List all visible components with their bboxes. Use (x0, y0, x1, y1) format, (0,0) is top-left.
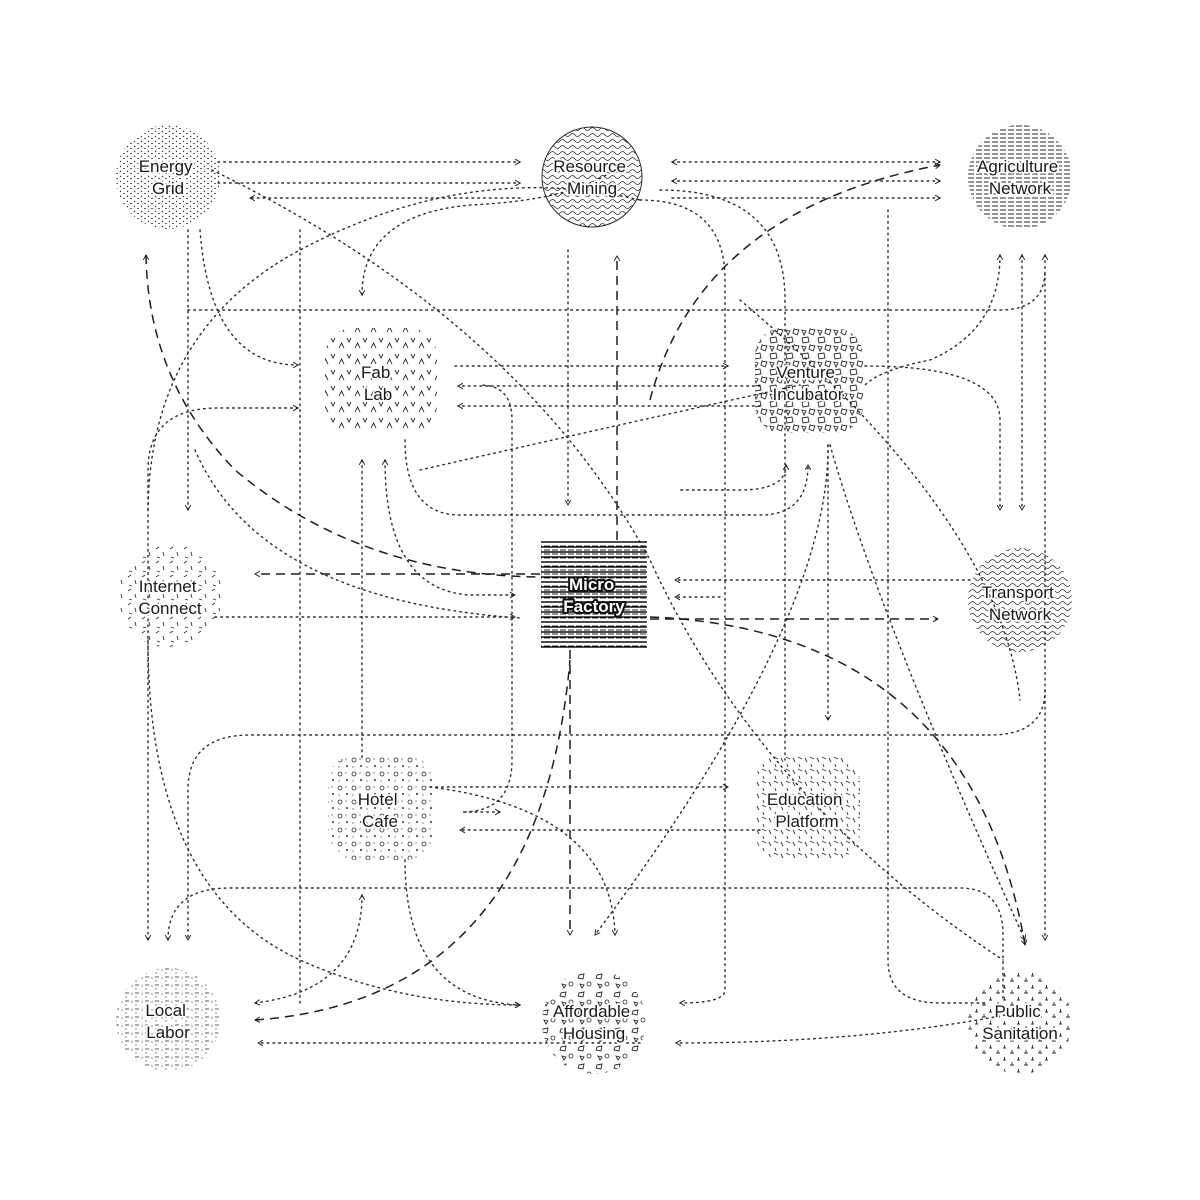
flow-vertical-888 (887, 209, 986, 1004)
node-local-labor: Local Labor (116, 968, 220, 1072)
flow-venture-agri (864, 254, 1004, 386)
node-micro-factory-texture (541, 540, 647, 648)
node-micro-factory-label: Micro Factory (563, 575, 625, 616)
node-venture-incubator-label: Venture Incubator (773, 363, 844, 404)
node-local-labor-texture (116, 968, 220, 1072)
node-energy-grid: Energy Grid (116, 125, 220, 229)
node-micro-factory: Micro Factory (541, 540, 647, 648)
node-transport-network: Transport Network (968, 548, 1072, 652)
node-public-sanitation-texture (968, 970, 1072, 1074)
node-agriculture-network-label: Agriculture Network (977, 157, 1063, 198)
flow-internet-resource-arc (147, 187, 641, 511)
flow-venture-left (679, 464, 790, 491)
flow-fablab-factory (381, 459, 516, 599)
flow-hotel-fablab-side (461, 384, 513, 816)
flow-hotel-labor (254, 894, 366, 1006)
node-public-sanitation: Public Sanitation (968, 970, 1072, 1074)
node-affordable-housing: Affordable Housing (542, 970, 646, 1074)
flow-resource-housing (639, 199, 726, 1007)
node-fab-lab: Fab Lab (325, 328, 437, 433)
flow-venture-sanitation (829, 444, 1026, 941)
node-public-sanitation-label: Public Sanitation (982, 1002, 1058, 1043)
dotted-flows (144, 158, 1049, 1047)
node-resource-mining: Resource Mining (541, 126, 643, 228)
flow-hotel-housing-2 (404, 859, 521, 1008)
node-micro-factory-stripes (541, 541, 647, 648)
flow-resource-education (659, 189, 786, 761)
flow-fablab-venture-lower (404, 439, 812, 516)
node-internet-connect: Internet Connect (118, 544, 222, 648)
node-affordable-housing-label: Affordable Housing (553, 1002, 635, 1043)
node-venture-incubator: Venture Incubator (755, 328, 863, 433)
node-hotel-cafe-label: Hotel Cafe (358, 790, 402, 831)
flow-venture-transport (864, 365, 1004, 511)
node-resource-mining-outline (541, 126, 643, 228)
flow-factory-sanitation (649, 616, 1028, 946)
node-education-platform-label: Education Platform (767, 790, 847, 831)
node-agriculture-network: Agriculture Network (968, 125, 1072, 229)
flow-transport-labor (184, 689, 1046, 941)
node-education-platform-texture (755, 755, 860, 860)
node-energy-grid-label: Energy Grid (139, 157, 198, 198)
flow-energy-fablab (199, 229, 299, 369)
flow-energy-sanitation-diag (211, 169, 1004, 961)
node-hotel-cafe-texture (328, 755, 433, 860)
flow-sanitation-labor (164, 887, 1004, 1001)
flow-mid-arc (419, 384, 801, 471)
node-resource-mining-texture (542, 127, 642, 227)
flow-horizontal-310 (187, 269, 1046, 311)
node-agriculture-network-texture (968, 125, 1072, 229)
flow-fablab-locallabor (144, 404, 299, 941)
dashed-flows (142, 162, 1028, 1023)
node-education-platform: Education Platform (755, 755, 860, 860)
flow-energy-factory (142, 254, 541, 578)
node-transport-network-label: Transport Network (982, 583, 1059, 624)
node-affordable-housing-texture (542, 970, 646, 1074)
flow-venture-housing (594, 444, 829, 936)
node-fab-lab-texture (325, 328, 437, 433)
node-internet-connect-label: Internet Connect (138, 577, 202, 618)
node-hotel-cafe: Hotel Cafe (328, 755, 433, 860)
node-internet-connect-texture (118, 544, 222, 648)
flow-hotel-housing (429, 786, 619, 936)
node-fab-lab-label: Fab Lab (361, 363, 395, 404)
node-venture-incubator-texture (755, 328, 863, 433)
flow-sanitation-housing (675, 1014, 1006, 1047)
flow-left-arc (194, 449, 521, 619)
flow-resource-fablab (358, 164, 621, 296)
node-resource-mining-label: Resource Mining (553, 157, 631, 198)
node-transport-network-texture (968, 548, 1072, 652)
node-local-labor-label: Local Labor (145, 1001, 190, 1042)
flow-factory-labor (254, 659, 571, 1023)
node-energy-grid-texture (116, 125, 220, 229)
flow-factory-agri (649, 162, 941, 401)
